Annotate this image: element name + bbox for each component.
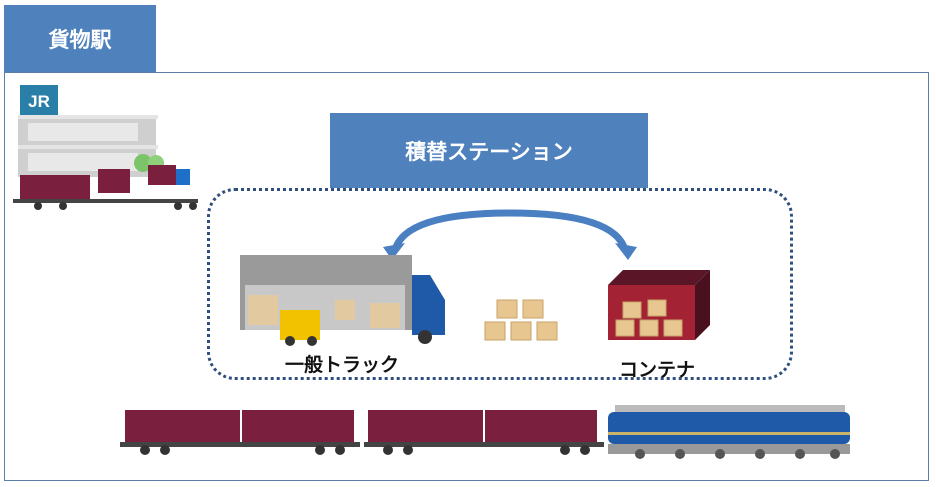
cargo-boxes-icon [484,299,558,341]
truck-label: 一般トラック [285,354,400,376]
freight-station-tab: 貨物駅 [4,5,156,72]
transfer-zone [207,188,793,380]
exchange-arrow-icon [383,209,637,260]
svg-text:JR: JR [28,92,50,111]
station-frame [4,72,929,481]
transfer-station-title: 積替ステーション [330,113,648,188]
freight-train-illustration [120,405,850,459]
truck-illustration [240,255,445,346]
container-illustration [608,270,710,340]
freight-terminal-illustration: JR [13,85,198,210]
container-label: コンテナ [619,359,696,381]
locomotive-icon [608,405,850,459]
